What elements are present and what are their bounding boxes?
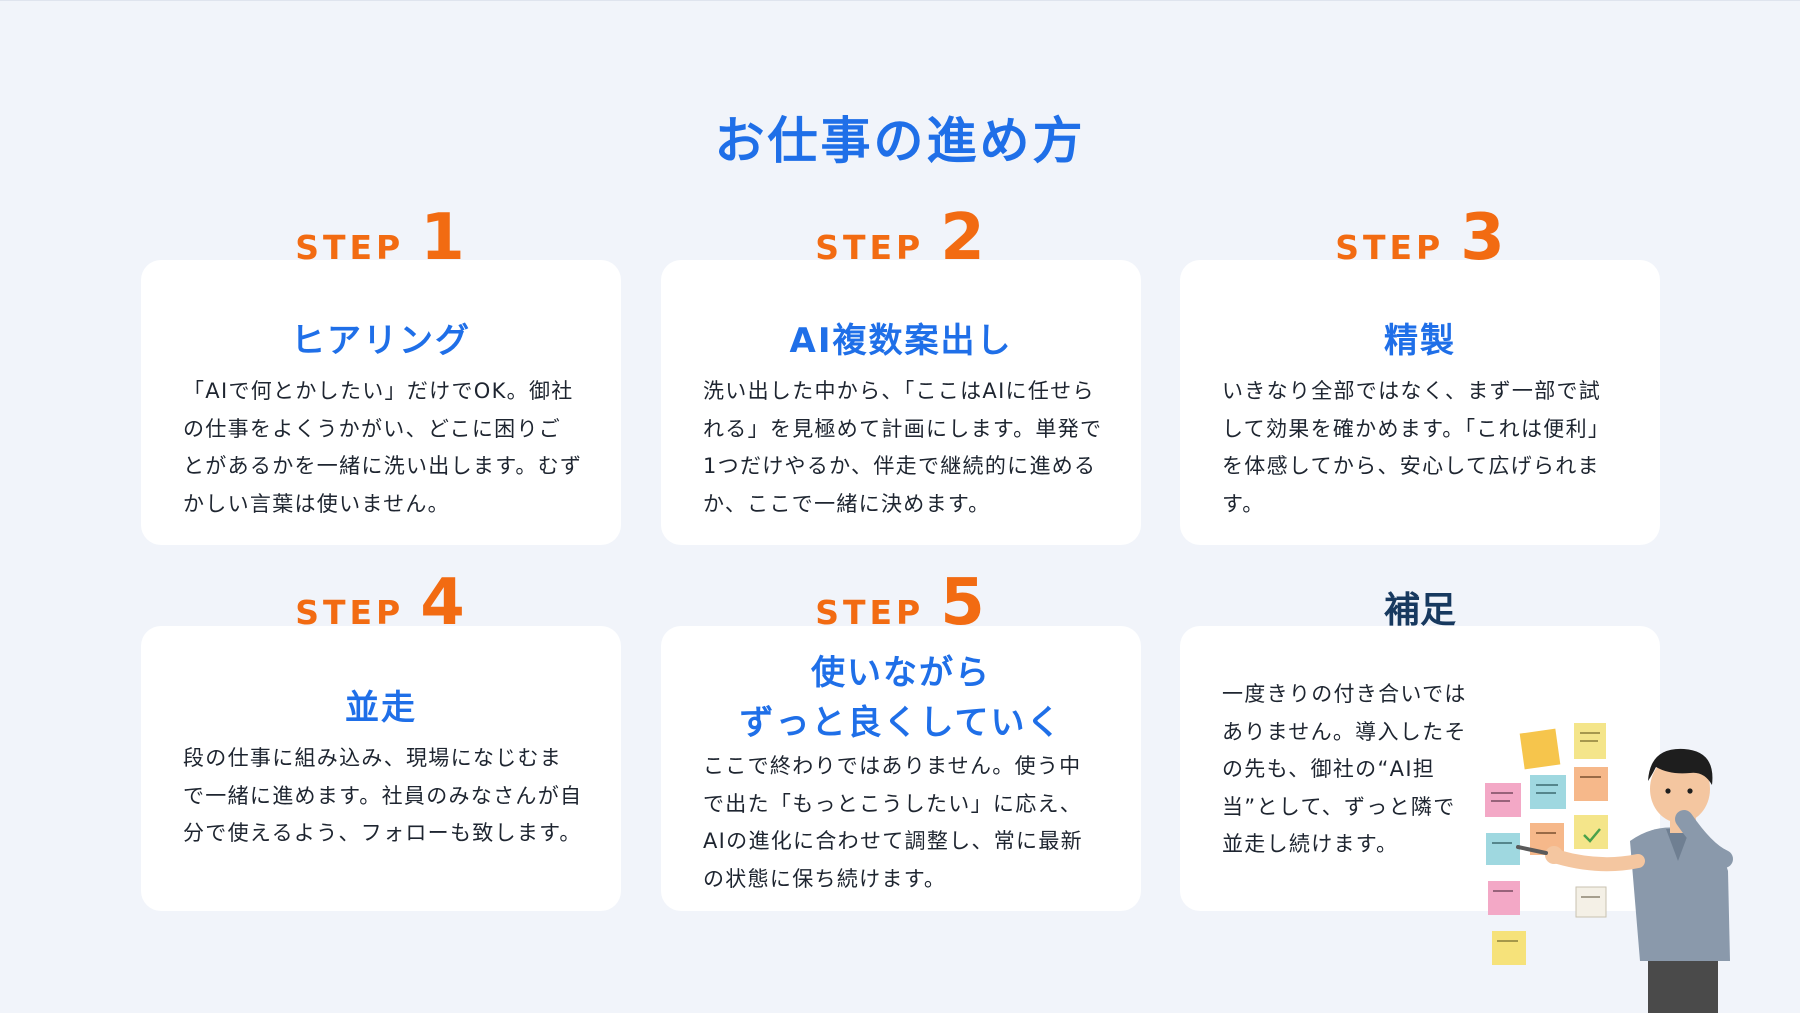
step-2-title: AI複数案出し [789, 321, 1013, 361]
step-5-title: 使いながら ずっと良くしていく [661, 648, 1141, 748]
step-1-title: ヒアリング [291, 321, 471, 361]
step-3-card: 精製 いきなり全部ではなく、まず一部で試して効果を確かめます。「これは便利」を体… [1180, 260, 1660, 545]
step-4-body: 段の仕事に組み込み、現場になじむまで一緒に進めます。社員のみなさんが自分で使える… [183, 746, 583, 845]
step-3-number: 3 [1460, 201, 1505, 275]
step-5-title-line1: 使いながら [811, 653, 991, 693]
step-5-body: ここで終わりではありません。使う中で出た「もっとこうしたい」に応え、AIの進化に… [703, 754, 1083, 891]
note-body: 一度きりの付き合いではありません。導入したその先も、御社の“AI担当”として、ず… [1222, 682, 1467, 856]
step-5-number: 5 [940, 566, 985, 640]
step-5-title-line2: ずっと良くしていく [739, 703, 1063, 743]
page-title: お仕事の進め方 [714, 112, 1086, 170]
step-5-word: STEP [815, 593, 925, 632]
step-1-card: ヒアリング 「AIで何とかしたい」だけでOK。御社の仕事をよくうかがい、どこに困… [141, 260, 621, 545]
sticky-notes-icon [1485, 723, 1608, 965]
step-1-body: 「AIで何とかしたい」だけでOK。御社の仕事をよくうかがい、どこに困りごとがある… [183, 379, 583, 516]
step-2-number: 2 [940, 201, 985, 275]
step-4-number: 4 [420, 566, 465, 640]
step-4-word: STEP [295, 593, 405, 632]
person-icon [1516, 748, 1733, 1013]
note-label: 補足 [1383, 590, 1456, 631]
step-2-body: 洗い出した中から、「ここはAIに任せられる」を見極めて計画にします。単発で1つだ… [703, 379, 1103, 516]
step-5-card: 使いながら ずっと良くしていく ここで終わりではありません。使う中で出た「もっと… [661, 626, 1141, 911]
step-2-card: AI複数案出し 洗い出した中から、「ここはAIに任せられる」を見極めて計画にしま… [661, 260, 1141, 545]
step-4-title: 並走 [345, 688, 417, 728]
person-with-sticky-notes-illustration [1485, 723, 1733, 1013]
step-4-card: 並走 段の仕事に組み込み、現場になじむまで一緒に進めます。社員のみなさんが自分で… [141, 626, 621, 911]
step-3-body: いきなり全部ではなく、まず一部で試して効果を確かめます。「これは便利」を体感して… [1222, 379, 1611, 516]
step-1-number: 1 [420, 201, 465, 275]
step-3-title: 精製 [1384, 321, 1456, 361]
